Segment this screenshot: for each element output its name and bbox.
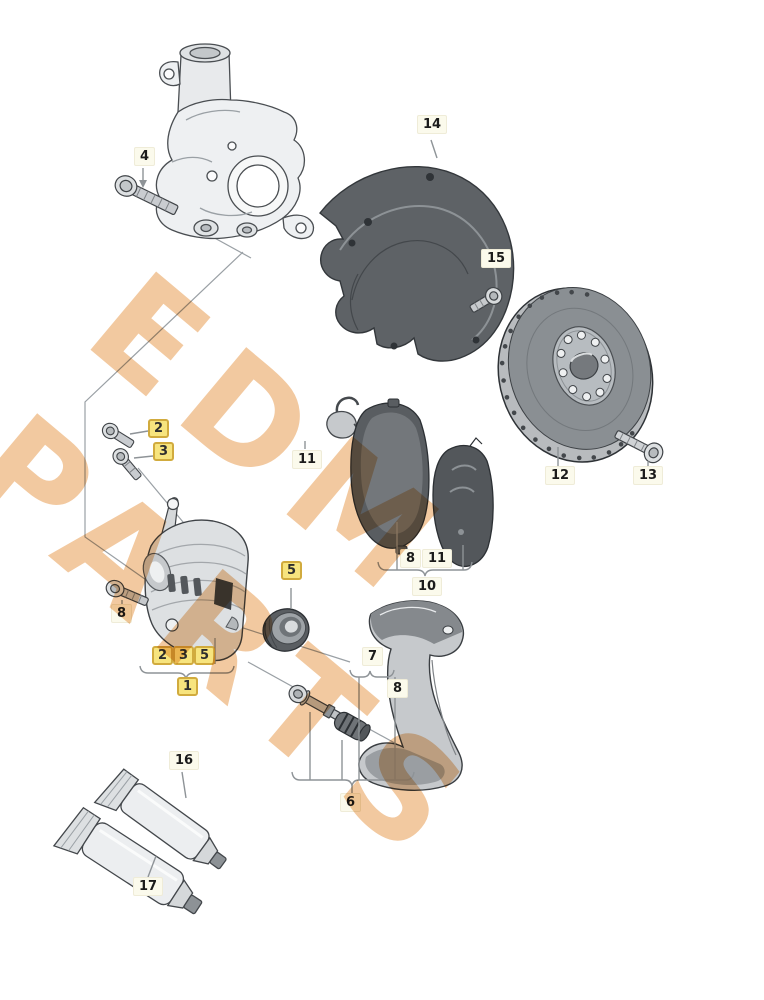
guide-pin-bolt [288, 684, 342, 721]
part-label-15: 15 [481, 249, 512, 268]
grease-tube-16 [93, 768, 227, 870]
bolt-3 [112, 448, 142, 481]
part-label-17: 17 [133, 877, 164, 896]
part-label-1-highlighted: 1 [177, 677, 199, 696]
part-label-8-pad: 8 [400, 549, 422, 568]
bolt-4 [114, 175, 179, 215]
group-label-5-highlighted: 5 [194, 646, 216, 665]
part-label-3-highlighted: 3 [153, 442, 175, 461]
group-label-2-highlighted: 2 [152, 646, 174, 665]
hub-bolt-holes [556, 330, 612, 402]
part-label-16: 16 [169, 751, 200, 770]
part-label-8-bolt: 8 [111, 604, 133, 623]
caliper-carrier [358, 600, 464, 791]
group-label-3-highlighted: 3 [173, 646, 195, 665]
disc-edge-holes [499, 289, 635, 461]
part-label-2-highlighted: 2 [148, 419, 170, 438]
brake-caliper [142, 497, 249, 662]
leader-lines [121, 139, 649, 878]
splash-shield [319, 166, 515, 362]
bolt-8 [105, 579, 149, 606]
part-label-7: 7 [362, 647, 384, 666]
brake-disc [497, 286, 654, 463]
part-label-5-highlighted: 5 [281, 561, 303, 580]
part-label-12: 12 [545, 466, 576, 485]
wheel-bearing [262, 608, 310, 652]
steering-knuckle [155, 43, 315, 240]
guide-pin-bushing [333, 711, 371, 742]
bolt-15 [469, 286, 503, 313]
part-label-14: 14 [417, 115, 448, 134]
part-label-10: 10 [412, 577, 443, 596]
part-label-8-carrier: 8 [387, 679, 409, 698]
brake-pad-outer [432, 437, 494, 567]
part-label-11-pad: 11 [422, 549, 453, 568]
part-label-4: 4 [134, 147, 156, 166]
brake-pad-inner [350, 398, 430, 555]
part-label-6: 6 [340, 793, 362, 812]
screw-13 [614, 430, 664, 464]
part-label-13: 13 [633, 466, 664, 485]
part-label-11-sensor: 11 [292, 450, 323, 469]
bolt-2 [101, 422, 135, 448]
